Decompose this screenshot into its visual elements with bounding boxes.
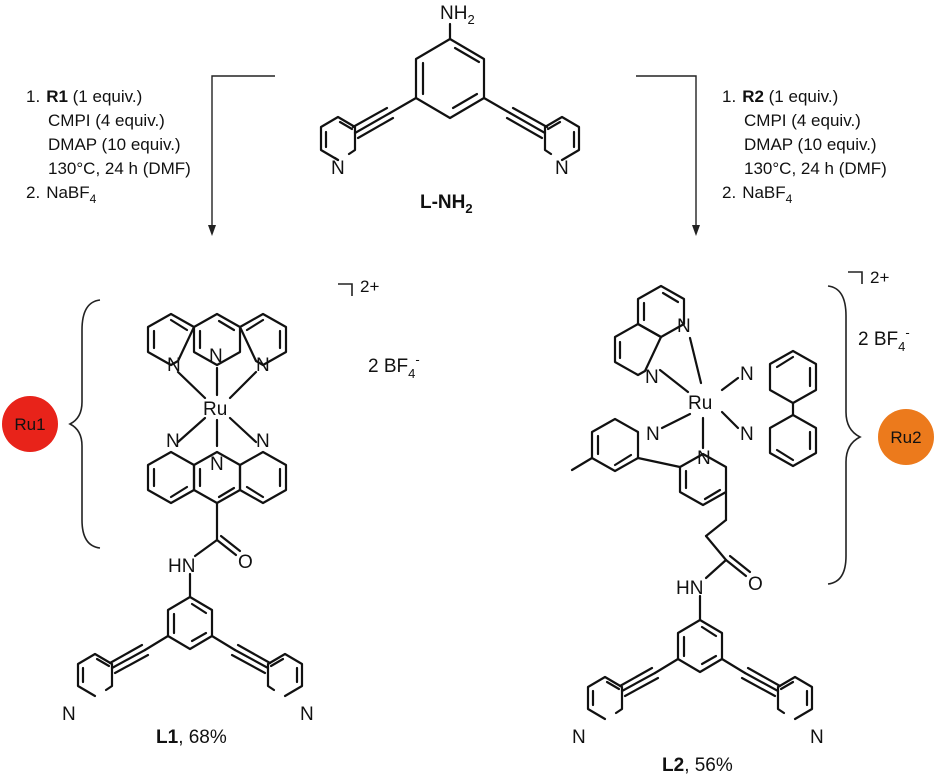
- route2-line4: 130°C, 24 h (DMF): [744, 159, 887, 178]
- ru2-propanamide-linker: [698, 490, 752, 622]
- ru1-amide-nh: HN: [168, 556, 195, 577]
- ru2-bottom-alkynes: [618, 657, 782, 698]
- ru1-upper-n-center: N: [209, 346, 223, 367]
- route1-line3: DMAP (10 equiv.): [48, 135, 181, 154]
- ru2-right-n1: N: [740, 364, 754, 385]
- ru1-charge-bracket: [338, 283, 353, 296]
- ru2-counterion: 2 BF4-: [858, 325, 910, 354]
- ru1-brace: [68, 299, 101, 549]
- right-alkyne: [482, 96, 549, 140]
- product-l1: Ru1 2+ 2 BF4- N N N: [2, 277, 420, 748]
- ru2-lower-n2: N: [697, 448, 711, 469]
- ru2-upper-n2: N: [645, 367, 659, 388]
- route2-step2: 2.NaBF4: [722, 183, 793, 206]
- ru2-badge-circle: [878, 409, 934, 465]
- ru1-badge-label: Ru1: [14, 415, 45, 434]
- ru1-bottom-pyridines: [76, 652, 304, 698]
- ru1-amide-oxygen: O: [238, 552, 253, 573]
- ru1-lower-terpyridine: [146, 450, 288, 505]
- ru2-lower-n1: N: [646, 424, 660, 445]
- route1-step1: 1.R1 (1 equiv.): [26, 87, 142, 106]
- starting-material-label: L-NH2: [420, 192, 473, 216]
- ru2-brace: [827, 285, 862, 585]
- ru2-lower-bipyridine: [570, 417, 728, 507]
- ru2-bottom-pyridines: [586, 675, 814, 721]
- ru2-upper-bipyridine: [613, 284, 686, 377]
- route2-line2: CMPI (4 equiv.): [744, 111, 861, 130]
- right-pyridine-nitrogen: N: [555, 158, 569, 179]
- ru2-right-n2: N: [740, 424, 754, 445]
- ru2-right-bipyridine: [768, 349, 818, 468]
- reaction-arrow-left: [208, 75, 275, 236]
- product-l2-label: L2, 56%: [662, 755, 733, 776]
- product-l1-label: L1, 68%: [156, 727, 227, 748]
- ru2-bottom-n-left: N: [572, 727, 586, 748]
- left-pyridine-ring: [319, 115, 357, 162]
- route2-step1: 1.R2 (1 equiv.): [722, 87, 838, 106]
- ru2-charge: 2+: [870, 268, 889, 287]
- ru1-metal-center: Ru: [203, 399, 227, 420]
- ru2-amide-nh: HN: [676, 578, 703, 599]
- product-l2: Ru2 2+ 2 BF4- N N N N: [570, 268, 934, 776]
- ru2-bottom-benzene: [676, 618, 724, 674]
- right-pyridine-ring: [543, 115, 581, 162]
- ru1-charge: 2+: [360, 277, 379, 296]
- conditions-route-2: 1.R2 (1 equiv.) CMPI (4 equiv.) DMAP (10…: [722, 87, 887, 206]
- ru2-coordination-bonds: [658, 336, 740, 450]
- central-benzene-ring: [414, 37, 486, 120]
- ru2-bottom-n-right: N: [810, 727, 824, 748]
- ru1-bottom-n-left: N: [62, 704, 76, 725]
- ru1-counterion: 2 BF4-: [368, 352, 420, 381]
- route1-step2: 2.NaBF4: [26, 183, 97, 206]
- amine-group: NH2: [440, 3, 475, 27]
- ru1-bottom-alkynes: [108, 634, 272, 675]
- ru1-upper-n-left: N: [167, 355, 181, 376]
- ru1-badge-circle: [2, 396, 58, 452]
- ru1-upper-n-right: N: [256, 355, 270, 376]
- ru2-metal-center: Ru: [688, 393, 712, 414]
- ru2-amide-oxygen: O: [748, 574, 763, 595]
- ru1-lower-n-right: N: [256, 431, 270, 452]
- ru1-bottom-n-right: N: [300, 704, 314, 725]
- starting-material-l-nh2: NH2 N N L-NH2: [319, 3, 581, 216]
- ru1-bottom-benzene: [166, 595, 214, 651]
- ru1-coordination-bonds: [176, 366, 258, 448]
- ru1-amide-linker: [188, 501, 242, 599]
- route1-line2: CMPI (4 equiv.): [48, 111, 165, 130]
- ru2-badge-label: Ru2: [890, 428, 921, 447]
- ru2-upper-n1: N: [677, 316, 691, 337]
- left-pyridine-nitrogen: N: [331, 158, 345, 179]
- reaction-arrow-right: [636, 75, 700, 236]
- route2-line3: DMAP (10 equiv.): [744, 135, 877, 154]
- ru1-upper-terpyridine: [146, 312, 288, 367]
- left-alkyne: [351, 96, 418, 140]
- ru1-lower-n-left: N: [166, 431, 180, 452]
- ru2-charge-bracket: [848, 271, 863, 284]
- ru1-lower-n-center: N: [210, 454, 224, 475]
- route1-line4: 130°C, 24 h (DMF): [48, 159, 191, 178]
- conditions-route-1: 1.R1 (1 equiv.) CMPI (4 equiv.) DMAP (10…: [26, 87, 191, 206]
